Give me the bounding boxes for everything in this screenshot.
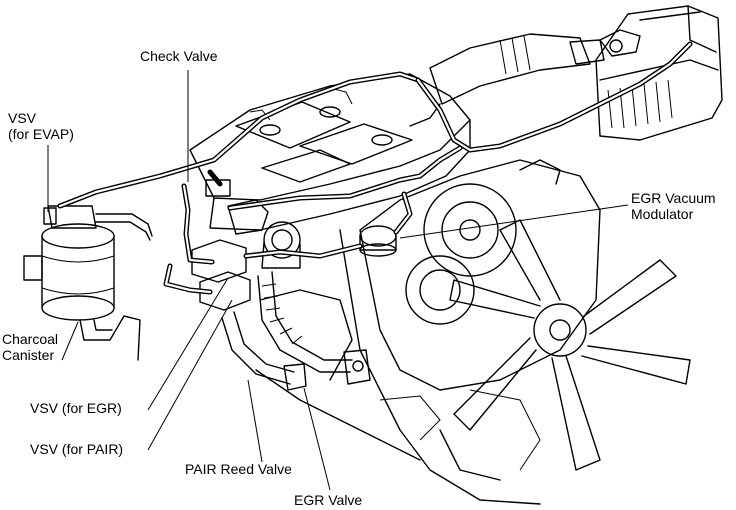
- egr-pipe: [257, 271, 371, 385]
- timing-cover: [359, 159, 601, 391]
- charcoal-canister-label-line1: Charcoal: [2, 331, 59, 347]
- air-cleaner: [569, 5, 723, 141]
- egr-vacuum-modulator-label-line1: EGR Vacuum: [631, 190, 716, 206]
- check-valve-label: Check Valve: [140, 48, 218, 64]
- pair-pipe: [221, 311, 307, 391]
- leader-lines: [47, 70, 629, 491]
- pair-reed-valve-label: PAIR Reed Valve: [185, 461, 292, 477]
- vsv-cluster: [191, 179, 269, 311]
- vsv-pair-label: VSV (for PAIR): [30, 441, 124, 457]
- egr-vacuum-modulator: [359, 225, 397, 257]
- vsv-evap-label-line1: VSV: [8, 110, 37, 126]
- intake-duct: [409, 33, 591, 127]
- vsv-evap-label-line2: (for EVAP): [8, 126, 74, 142]
- vsv-egr-label: VSV (for EGR): [30, 400, 122, 416]
- egr-vacuum-modulator-label-line2: Modulator: [631, 206, 694, 222]
- charcoal-canister-label-line2: Canister: [2, 347, 55, 363]
- egr-valve-label: EGR Valve: [294, 492, 363, 508]
- egr-valve: [261, 221, 301, 269]
- cooling-fan: [449, 219, 691, 471]
- engine-block: [255, 229, 541, 505]
- charcoal-canister: [23, 205, 153, 361]
- vacuum-hoses: [57, 41, 693, 295]
